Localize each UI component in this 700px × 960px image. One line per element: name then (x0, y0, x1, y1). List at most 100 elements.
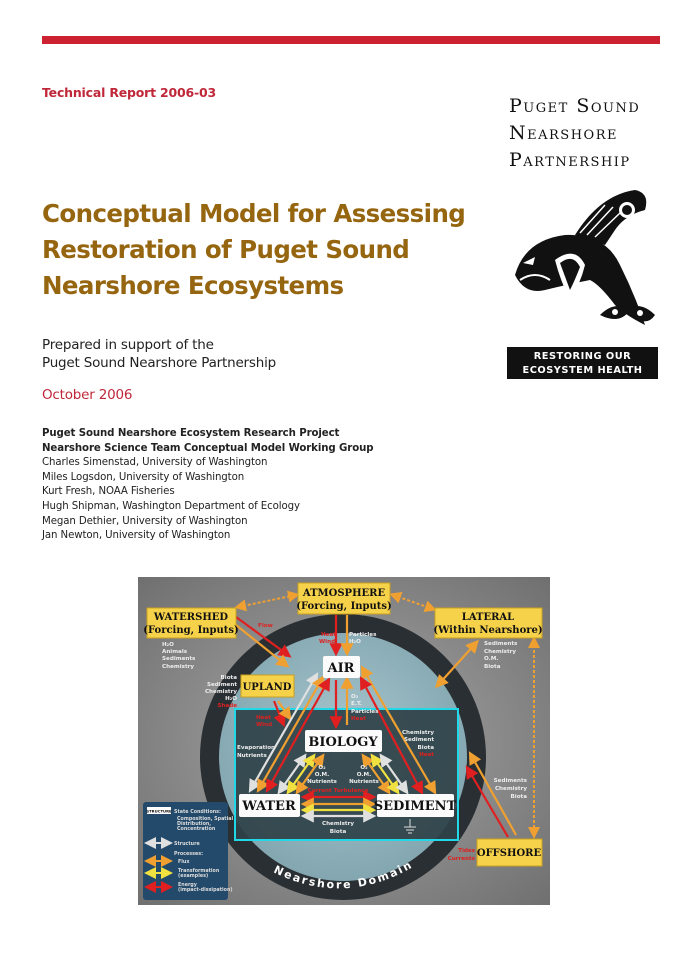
svg-text:Tides: Tides (458, 848, 476, 854)
author: Megan Dethier, University of Washington (42, 515, 248, 527)
svg-text:Chemistry: Chemistry (495, 786, 527, 792)
svg-text:Flux: Flux (178, 859, 190, 865)
svg-text:Wind: Wind (319, 639, 335, 645)
group-name: Nearshore Science Team Conceptual Model … (42, 442, 374, 454)
author: Hugh Shipman, Washington Department of E… (42, 500, 300, 512)
svg-text:Heat: Heat (321, 632, 336, 638)
svg-text:Nutrients: Nutrients (237, 753, 267, 759)
logo-line: Puget Sound (509, 95, 641, 117)
author: Miles Logsdon, University of Washington (42, 471, 245, 483)
svg-text:STRUCTURE: STRUCTURE (146, 809, 172, 814)
svg-text:Sediments: Sediments (484, 641, 518, 647)
svg-text:Biota: Biota (484, 664, 501, 670)
svg-text:H₂O: H₂O (162, 642, 174, 648)
svg-text:Biota: Biota (418, 745, 435, 751)
prepared-for: Prepared in support of the Puget Sound N… (42, 336, 276, 372)
svg-text:Chemistry: Chemistry (402, 730, 434, 736)
svg-text:Sediment: Sediment (207, 682, 237, 688)
title-line: Nearshore Ecosystems (42, 271, 344, 300)
svg-text:O.M.: O.M. (315, 772, 329, 778)
svg-text:Shade: Shade (217, 703, 237, 709)
svg-text:Structure: Structure (174, 841, 200, 847)
svg-text:Particles: Particles (349, 632, 377, 638)
svg-text:Animals: Animals (162, 649, 188, 655)
svg-text:Chemistry: Chemistry (162, 664, 194, 670)
logo-line: Partnership (509, 149, 631, 171)
svg-text:Biota: Biota (330, 829, 347, 835)
svg-text:WATERSHED: WATERSHED (153, 612, 228, 623)
svg-text:Transformation: Transformation (178, 868, 220, 874)
box-upland: UPLAND (240, 674, 295, 698)
svg-text:Chemistry: Chemistry (322, 821, 354, 827)
svg-text:Energy: Energy (178, 882, 198, 888)
partnership-logo-name: Puget Sound Nearshore Partnership (509, 93, 640, 174)
svg-text:(Forcing, Inputs): (Forcing, Inputs) (143, 625, 239, 636)
box-atmosphere: ATMOSPHERE (Forcing, Inputs) (296, 582, 392, 615)
svg-text:Sediments: Sediments (162, 656, 196, 662)
svg-text:Flow: Flow (258, 623, 273, 629)
author: Kurt Fresh, NOAA Fisheries (42, 486, 175, 498)
box-biology: BIOLOGY (305, 730, 382, 752)
svg-text:Processes:: Processes: (174, 851, 203, 857)
svg-text:Heat: Heat (419, 752, 434, 758)
svg-text:Biota: Biota (511, 794, 528, 800)
svg-text:(impact-dissipation): (impact-dissipation) (178, 887, 233, 893)
svg-text:Sediments: Sediments (494, 778, 528, 784)
author: Charles Simenstad, University of Washing… (42, 457, 268, 469)
svg-text:AIR: AIR (327, 661, 355, 676)
orca-logo-icon (515, 190, 655, 325)
tagline-line: ECOSYSTEM HEALTH (522, 364, 643, 376)
svg-text:Evaporation: Evaporation (237, 745, 275, 751)
conceptual-model-diagram: ATMOSPHERE (Forcing, Inputs) WATERSHED (Fo… (138, 577, 550, 905)
prepared-line: Puget Sound Nearshore Partnership (42, 355, 277, 371)
page-title: Conceptual Model for Assessing Restorati… (42, 196, 466, 304)
svg-text:H₂O: H₂O (225, 696, 237, 702)
svg-text:Chemistry: Chemistry (205, 689, 237, 695)
svg-text:Nutrients: Nutrients (349, 779, 379, 785)
svg-text:LATERAL: LATERAL (462, 612, 514, 623)
svg-text:Concentration: Concentration (177, 826, 216, 832)
svg-text:O.M.: O.M. (357, 772, 371, 778)
svg-text:Chemistry: Chemistry (484, 649, 516, 655)
svg-text:(Within Nearshore): (Within Nearshore) (433, 625, 542, 636)
svg-text:Nutrients: Nutrients (307, 779, 337, 785)
logo-line: Nearshore (509, 122, 618, 144)
svg-text:Particles: Particles (351, 709, 379, 715)
diagram-legend: STRUCTURE State Conditions: Composition,… (143, 802, 233, 900)
svg-text:WATER: WATER (241, 799, 296, 814)
svg-text:O₂: O₂ (351, 694, 359, 700)
svg-text:ATMOSPHERE: ATMOSPHERE (302, 588, 386, 599)
box-lateral: LATERAL (Within Nearshore) (433, 607, 543, 639)
box-air: AIR (323, 656, 360, 678)
svg-text:Distribution,: Distribution, (177, 821, 211, 827)
svg-text:Currents: Currents (448, 856, 476, 862)
svg-text:OFFSHORE: OFFSHORE (477, 848, 542, 859)
svg-text:(Forcing, Inputs): (Forcing, Inputs) (296, 601, 392, 612)
author: Jan Newton, University of Washington (42, 530, 231, 542)
box-watershed: WATERSHED (Forcing, Inputs) (143, 607, 239, 639)
authors-block: Puget Sound Nearshore Ecosystem Research… (42, 427, 374, 544)
report-number: Technical Report 2006-03 (42, 85, 217, 100)
tagline-banner: RESTORING OUR ECOSYSTEM HEALTH (507, 347, 658, 379)
title-line: Conceptual Model for Assessing (42, 199, 466, 228)
svg-text:UPLAND: UPLAND (243, 682, 292, 693)
prepared-line: Prepared in support of the (42, 337, 214, 353)
svg-text:O₂: O₂ (360, 765, 368, 771)
svg-text:Wind: Wind (256, 722, 272, 728)
svg-text:O.M.: O.M. (484, 656, 498, 662)
svg-text:Biota: Biota (221, 675, 238, 681)
svg-text:O₂: O₂ (318, 765, 326, 771)
title-line: Restoration of Puget Sound (42, 235, 410, 264)
svg-text:Heat: Heat (256, 715, 271, 721)
project-name: Puget Sound Nearshore Ecosystem Research… (42, 428, 340, 439)
svg-text:SEDIMENT: SEDIMENT (374, 799, 457, 814)
svg-text:Current Turbulence: Current Turbulence (308, 788, 369, 794)
svg-text:Sediment: Sediment (404, 737, 434, 743)
report-date: October 2006 (42, 387, 133, 403)
svg-text:BIOLOGY: BIOLOGY (308, 735, 378, 750)
svg-text:H₂O: H₂O (349, 639, 361, 645)
svg-text:Composition, Spatial: Composition, Spatial (177, 816, 233, 822)
box-offshore: OFFSHORE (476, 838, 543, 867)
ground-icon (404, 819, 416, 834)
svg-text:Heat: Heat (351, 716, 366, 722)
